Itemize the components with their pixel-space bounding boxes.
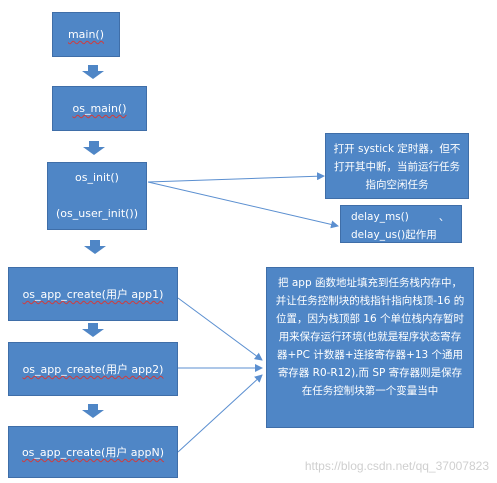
node-os-main-label: os_main() — [72, 102, 127, 115]
node-app-create-2-label: os_app_create(用户 app2) — [22, 363, 164, 376]
note-stack-text: 把 app 函数地址填充到任务栈内存中，并让任务控制块的栈指针指向栈顶-16 的… — [275, 277, 465, 397]
node-os-init-line1: os_init() — [75, 171, 119, 184]
node-os-main: os_main() — [52, 86, 147, 131]
node-app-create-1-label: os_app_create(用户 app1) — [22, 288, 164, 301]
connector-os-init-to-delay — [147, 181, 339, 229]
note-systick: 打开 systick 定时器，但不打开其中断，当前运行任务指向空闲任务 — [325, 133, 469, 199]
arrow-main-to-os-main — [82, 65, 104, 79]
note-systick-text: 打开 systick 定时器，但不打开其中断，当前运行任务指向空闲任务 — [333, 143, 461, 191]
connector-appn-to-stack — [177, 374, 263, 453]
arrow-app1-to-app2 — [82, 323, 104, 337]
node-main: main() — [52, 12, 120, 57]
arrow-os-init-to-app1 — [84, 240, 106, 254]
note-delay-line1: delay_ms() 、 — [351, 211, 450, 223]
note-delay-line2: delay_us()起作用 — [351, 229, 437, 241]
arrow-app2-to-appn — [82, 404, 104, 418]
connector-app1-to-stack — [177, 297, 263, 361]
connector-os-init-to-systick — [147, 172, 325, 183]
node-os-init-line2: (os_user_init()) — [55, 207, 139, 220]
note-delay: delay_ms() 、 delay_us()起作用 — [340, 205, 462, 243]
watermark: https://blog.csdn.net/qq_37007823 — [304, 459, 489, 473]
node-app-create-1: os_app_create(用户 app1) — [8, 267, 178, 321]
node-os-init: os_init() (os_user_init()) — [47, 162, 147, 230]
node-app-create-2: os_app_create(用户 app2) — [8, 342, 178, 396]
arrow-os-main-to-os-init — [83, 141, 105, 155]
note-stack: 把 app 函数地址填充到任务栈内存中，并让任务控制块的栈指针指向栈顶-16 的… — [266, 267, 474, 428]
node-app-create-n: os_app_create(用户 appN) — [8, 426, 178, 478]
node-main-label: main() — [67, 28, 105, 41]
node-app-create-n-label: os_app_create(用户 appN) — [21, 446, 165, 459]
